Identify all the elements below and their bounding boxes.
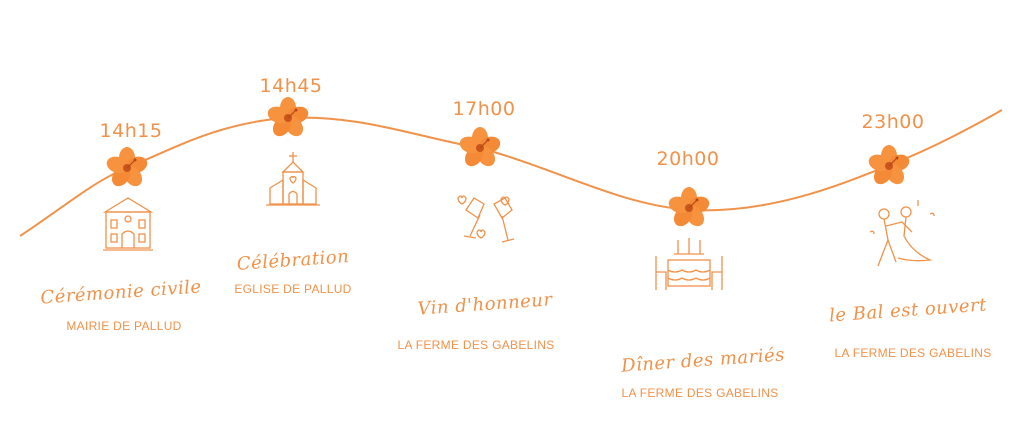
champagne-toast-icon bbox=[457, 195, 515, 243]
flower-icon bbox=[264, 96, 312, 141]
event-time: 23h00 bbox=[861, 111, 925, 133]
event-time: 14h45 bbox=[259, 75, 323, 97]
event-place: LA FERME DES GABELINS bbox=[621, 386, 779, 400]
flower-icon bbox=[665, 186, 713, 231]
dinner-table-icon bbox=[655, 238, 723, 290]
timeline-curve bbox=[19, 109, 1003, 237]
flower-icon bbox=[103, 146, 151, 191]
event-time: 17h00 bbox=[452, 98, 516, 120]
dancing-couple-icon bbox=[869, 200, 935, 267]
flower-icon bbox=[865, 144, 913, 189]
flower-icon bbox=[456, 126, 504, 171]
town-hall-icon bbox=[102, 197, 154, 251]
event-place: LA FERME DES GABELINS bbox=[397, 338, 555, 352]
event-place: LA FERME DES GABELINS bbox=[834, 346, 992, 360]
event-place: MAIRIE DE PALLUD bbox=[66, 319, 182, 333]
event-time: 14h15 bbox=[99, 120, 163, 142]
event-time: 20h00 bbox=[656, 148, 720, 170]
event-place: EGLISE DE PALLUD bbox=[234, 282, 352, 296]
church-icon bbox=[266, 152, 320, 206]
